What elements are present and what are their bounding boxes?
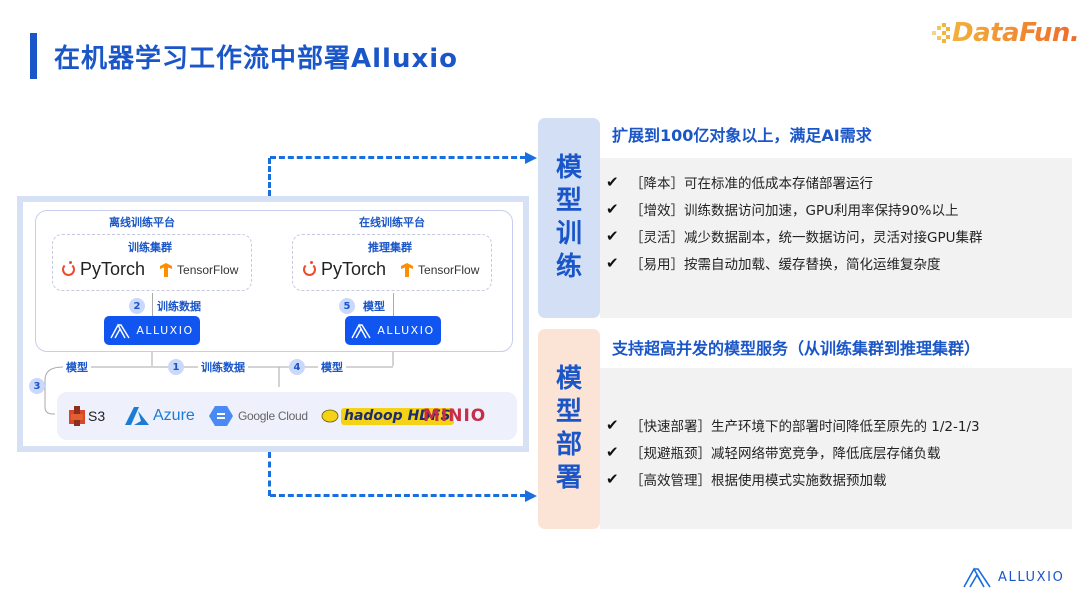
title-accent-bar <box>30 33 37 79</box>
tensorflow-icon <box>401 262 414 277</box>
list-item: ✔［快速部署］生产环境下的部署时间降低至原先的 1/2-1/3 <box>606 416 980 435</box>
storage-azure: Azure <box>125 392 195 440</box>
step-badge-2: 2 <box>129 298 145 314</box>
deployment-benefits-list: ✔［快速部署］生产环境下的部署时间降低至原先的 1/2-1/3 ✔［规避瓶颈］减… <box>600 368 1072 529</box>
check-icon: ✔ <box>606 173 619 191</box>
model-training-tag: 模 型 训 练 <box>538 118 600 318</box>
step-label-4: 模型 <box>318 359 346 375</box>
inference-frameworks: PyTorch TensorFlow <box>303 259 479 280</box>
tensorflow-logo: TensorFlow <box>400 262 479 277</box>
datafun-dots-icon <box>932 23 950 43</box>
pytorch-logo: PyTorch <box>62 259 145 280</box>
connector-bottom-horizontal <box>270 494 526 497</box>
list-item: ✔［规避瓶颈］减轻网络带宽竞争，降低底层存储负载 <box>606 443 941 462</box>
list-item: ✔［灵活］减少数据副本，统一数据访问，灵活对接GPU集群 <box>606 227 983 246</box>
inference-cluster <box>292 234 492 291</box>
alluxio-footer-logo: ALLUXIO <box>963 566 1064 588</box>
step-badge-1: 1 <box>168 359 184 375</box>
check-icon: ✔ <box>606 200 619 218</box>
list-item: ✔［降本］可在标准的低成本存储部署运行 <box>606 173 873 192</box>
google-cloud-icon <box>209 406 233 426</box>
step-badge-5: 5 <box>339 298 355 314</box>
offline-platform-title: 离线训练平台 <box>109 216 175 229</box>
arrow-to-training-icon <box>525 152 537 164</box>
storage-s3: S3 <box>69 392 105 440</box>
list-item: ✔［增效］训练数据访问加速，GPU利用率保持90%以上 <box>606 200 959 219</box>
datafun-logo-text: DataFun. <box>952 18 1080 48</box>
aws-s3-icon <box>69 406 85 426</box>
hadoop-elephant-icon <box>321 409 339 423</box>
storage-layer: S3 Azure Google Cloud hadoop HDFS MINIO <box>57 392 517 440</box>
storage-google-cloud: Google Cloud <box>209 392 308 440</box>
workflow-diagram: 离线训练平台 训练集群 PyTorch TensorFlow 2 训练数据 AL… <box>17 196 529 452</box>
list-item: ✔［易用］按需自动加载、缓存替换，简化运维复杂度 <box>606 254 941 273</box>
flow-line-5 <box>393 293 394 316</box>
workflow-diagram-canvas: 离线训练平台 训练集群 PyTorch TensorFlow 2 训练数据 AL… <box>23 202 523 446</box>
check-icon: ✔ <box>606 470 619 488</box>
connector-bottom-vertical <box>268 452 271 496</box>
step-label-5: 模型 <box>360 298 388 314</box>
training-benefits-list: ✔［降本］可在标准的低成本存储部署运行 ✔［增效］训练数据访问加速，GPU利用率… <box>600 158 1072 318</box>
model-deployment-tag: 模 型 部 署 <box>538 329 600 529</box>
training-cluster <box>52 234 252 291</box>
connector-top-vertical <box>268 158 271 196</box>
alluxio-offline-node: ALLUXIO <box>104 316 200 345</box>
check-icon: ✔ <box>606 227 619 245</box>
online-platform-title: 在线训练平台 <box>359 216 425 229</box>
storage-minio: MINIO <box>423 406 487 426</box>
azure-icon <box>125 407 149 425</box>
alluxio-online-node: ALLUXIO <box>345 316 441 345</box>
connector-top-horizontal <box>270 156 526 159</box>
pytorch-logo: PyTorch <box>303 259 386 280</box>
pytorch-icon <box>62 261 75 276</box>
page-title: 在机器学习工作流中部署Alluxio <box>54 44 459 74</box>
tensorflow-icon <box>160 262 173 277</box>
tensorflow-logo: TensorFlow <box>159 262 238 277</box>
training-heading: 扩展到100亿对象以上，满足AI需求 <box>612 126 872 145</box>
training-cluster-title: 训练集群 <box>128 241 172 254</box>
list-item: ✔［高效管理］根据使用模式实施数据预加载 <box>606 470 887 489</box>
platforms-container <box>35 210 513 352</box>
alluxio-icon <box>110 323 130 338</box>
storage-hadoop-hdfs: hadoop HDFS <box>321 392 454 440</box>
training-frameworks: PyTorch TensorFlow <box>62 259 238 280</box>
step-label-1: 训练数据 <box>198 359 248 375</box>
inference-cluster-title: 推理集群 <box>368 241 412 254</box>
pytorch-icon <box>303 261 316 276</box>
datafun-logo: DataFun. <box>932 18 1080 48</box>
step-badge-4: 4 <box>289 359 305 375</box>
alluxio-icon <box>963 567 991 588</box>
step-label-3: 模型 <box>63 359 91 375</box>
check-icon: ✔ <box>606 443 619 461</box>
arrow-to-deployment-icon <box>525 490 537 502</box>
step-label-2: 训练数据 <box>154 298 204 314</box>
flow-line-2 <box>152 293 153 316</box>
alluxio-icon <box>351 323 371 338</box>
check-icon: ✔ <box>606 254 619 272</box>
check-icon: ✔ <box>606 416 619 434</box>
step-badge-3: 3 <box>29 378 45 394</box>
deployment-heading: 支持超高并发的模型服务（从训练集群到推理集群） <box>612 339 981 358</box>
